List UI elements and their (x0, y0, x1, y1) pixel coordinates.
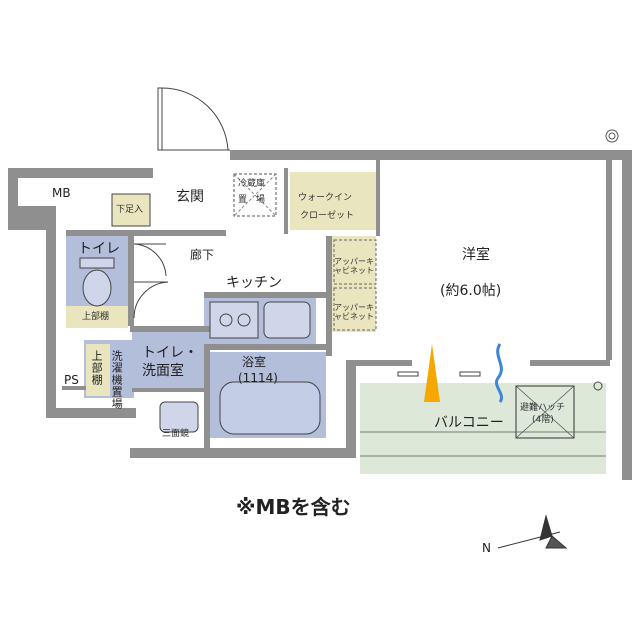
ps-label: PS (64, 373, 79, 387)
sun-arrow-icon (424, 344, 440, 402)
kitchen-sink (263, 301, 311, 339)
toilet-washroom-label-2: 洗面室 (142, 363, 184, 379)
bathtub (219, 381, 321, 435)
laundry-shelf-label: 上部棚 (90, 350, 104, 386)
western-room-size: (約6.0帖) (440, 283, 502, 299)
entry-door (157, 87, 230, 151)
western-room-label: 洋室 (462, 247, 490, 263)
shoe-box-label: 下足入 (116, 205, 144, 215)
walkin-label-1: ウォークイン (298, 193, 353, 203)
walkin-closet-area (290, 172, 376, 230)
laundry-shelf-area (86, 344, 110, 396)
toilet-shelf-label: 上部棚 (82, 312, 110, 322)
washroom-door (133, 281, 169, 319)
laundry-space-label: 洗濯機置場 (110, 350, 124, 410)
mirror-label: 三面鏡 (162, 429, 190, 439)
balcony-area (360, 383, 606, 474)
toilet-tank (79, 257, 115, 269)
walkin-label-2: クローゼット (300, 211, 355, 221)
kitchen-label: キッチン (226, 275, 282, 291)
shoe-box (111, 193, 151, 227)
escape-hatch (515, 385, 575, 439)
upper-cabinet-label-1: アッパーキャビネット (334, 257, 374, 275)
bath-label: 浴室 (242, 355, 267, 369)
corridor-label: 廊下 (190, 248, 215, 262)
hatch-label-2: (4階) (532, 415, 554, 425)
fridge-label-2: 置 場 (238, 195, 266, 205)
walls (8, 150, 632, 480)
mb-label: MB (52, 186, 71, 200)
compass-icon (497, 514, 568, 549)
fridge-space (233, 173, 277, 217)
mb-note: ※MBを含む (236, 495, 351, 519)
toilet-bowl (82, 269, 112, 307)
toilet-door (133, 243, 167, 277)
upper-cabinet-area (330, 236, 376, 332)
bath-size-label: (1114) (238, 371, 278, 385)
washbasin (159, 401, 199, 433)
wind-arrow-icon (495, 343, 503, 403)
north-label: N (482, 541, 491, 555)
toilet-washroom-label-1: トイレ・ (142, 345, 198, 361)
vent-icon (605, 129, 619, 143)
toilet-label: トイレ (78, 241, 120, 257)
washroom-area (132, 326, 210, 388)
entrance-label: 玄関 (176, 189, 204, 205)
hatch-label-1: 避難ハッチ (520, 403, 566, 413)
toilet-shelf-area (66, 306, 128, 328)
stove (209, 301, 259, 339)
balcony-label: バルコニー (434, 415, 504, 431)
upper-cabinet-label-2: アッパーキャビネット (334, 303, 374, 321)
fridge-label-1: 冷蔵庫 (238, 179, 266, 189)
